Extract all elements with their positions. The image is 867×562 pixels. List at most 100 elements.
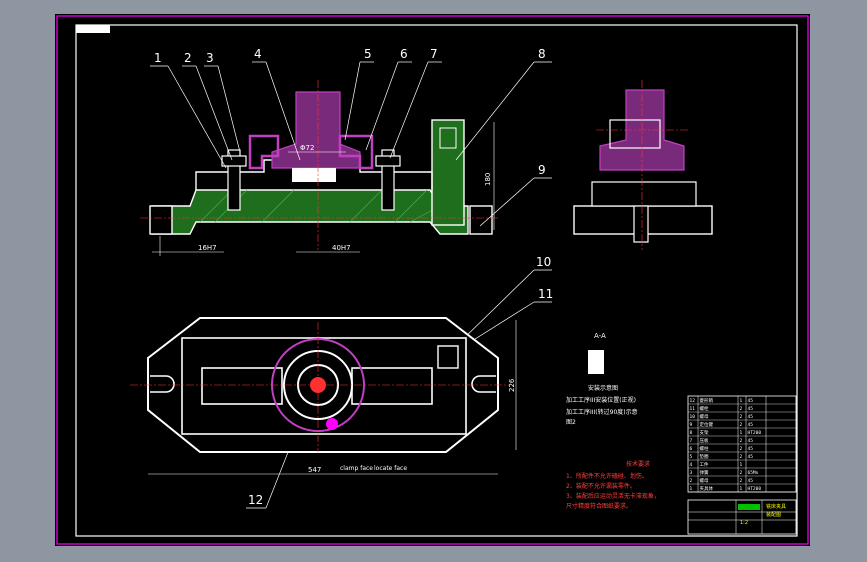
req-item-2: 2、装配不允许漏装零件。 [566,482,636,490]
bom-cell-qty: 2 [740,446,743,452]
detail-part [588,350,604,374]
bom-cell-name: 螺栓 [700,405,709,412]
bom-cell-qty: 2 [740,406,743,412]
side-body [591,181,697,207]
bom-cell-no: 3 [690,470,693,476]
assembly-schematic: A-A 安装示意图 加工工序III安装位置(正视) 加工工序III(转过90度)… [566,332,638,426]
nut-left [221,155,247,167]
balloon-9: 9 [538,163,546,177]
balloon-3: 3 [206,51,214,65]
u-notch-right [471,375,496,393]
req-item-4: 尺寸精度符合图纸要求。 [566,502,632,510]
side-clamp [609,119,661,149]
bom-cell-qty: 2 [740,438,743,444]
top-view: 547 226 clamp face locate face [130,317,517,475]
lug-right [469,205,493,235]
bom-cell-name: 菱形销 [700,397,714,404]
dim-height: 180 [484,173,492,186]
balloon-leaders [150,61,552,509]
bom-cell-name: 压板 [700,437,709,444]
title-name-cell [738,504,760,510]
balloon-10: 10 [536,255,551,269]
title-block-frame [687,499,797,535]
bom-cell-qty: 1 [740,430,743,436]
bom-cell-no: 5 [690,454,693,460]
dim-mid-fit: 40H7 [332,244,351,252]
operation-note-1: 加工工序III安装位置(正视) [566,396,636,404]
balloon-12: 12 [248,493,263,507]
drawing-sheet [55,14,810,546]
bracket-slot [439,127,457,149]
bom-cell-qty: 1 [740,398,743,404]
slot-left [201,367,283,405]
bom-cell-name: 螺柱 [700,445,709,452]
bom-cell-mat: 45 [748,398,754,404]
bom-cell-name: 定位键 [700,421,714,428]
bom-cell-no: 11 [690,406,696,412]
bom-cell-no: 1 [690,486,693,492]
dim-bore: Φ72 [300,144,314,152]
bom-cell-mat: 45 [748,438,754,444]
support-bracket [431,119,465,226]
lug-left [149,205,173,235]
bom-cell-qty: 2 [740,470,743,476]
side-key [633,205,649,243]
bom-cell-no: 2 [690,478,693,484]
title-name: 铣床夹具 [766,503,786,510]
title-scale: 1:2 [740,520,748,526]
bracket-top [437,345,459,369]
bom-cell-qty: 2 [740,478,743,484]
bom-cell-name: 垫圈 [700,453,709,460]
bom-cell-mat: 45 [748,414,754,420]
operation-note-2b: 图2 [566,419,576,426]
leader-note-a: clamp face [340,465,373,472]
bom-cell-qty: 2 [740,422,743,428]
bom-cell-no: 4 [690,462,693,468]
dim-total-length: 547 [308,466,321,474]
bom-cell-qty: 1 [740,462,743,468]
req-item-3: 3、装配后应运动灵活无卡滞现象， [566,492,660,500]
bom-cell-mat: 45 [748,478,754,484]
balloon-11: 11 [538,287,553,301]
bom-cell-name: 螺母 [700,413,709,420]
bom-cell-qty: 2 [740,454,743,460]
balloon-2: 2 [184,51,192,65]
front-view: Φ72 16H7 40H7 180 [140,80,500,256]
dim-width: 226 [508,378,516,392]
bom-cell-mat: HT200 [748,430,762,436]
bom-cell-no: 12 [690,398,696,404]
balloon-4: 4 [254,47,262,61]
sheet-outer-border [56,15,809,545]
req-item-1: 1、所配件不允许磕碰、划伤。 [566,472,648,480]
sheet-inner-border [75,24,798,537]
locating-pin [292,168,336,182]
bom-cell-mat: 65Mn [748,470,759,476]
bom-cell-mat: 45 [748,446,754,452]
bom-cell-name: 工件 [700,461,709,468]
nut-right [375,155,401,167]
bom-cell-mat: HT200 [748,486,762,492]
bom-cell-no: 6 [690,446,693,452]
assembly-title: 安装示意图 [588,384,618,392]
bom-cell-qty: 1 [740,486,743,492]
bom-cell-name: 支架 [700,429,709,436]
bom-cell-no: 7 [690,438,693,444]
req-title: 技术要求 [626,460,650,468]
bom-cell-name: 螺母 [700,477,709,484]
balloon-1: 1 [154,51,162,65]
title-drawing-no: 装配图 [766,511,781,518]
top-inner [181,337,467,435]
bom-cell-name: 夹具体 [700,485,714,492]
clamp-right [338,134,374,170]
bom-cell-qty: 2 [740,414,743,420]
side-view [573,80,713,250]
balloon-5: 5 [364,47,372,61]
balloon-8: 8 [538,47,546,61]
diamond-pin-marker [326,418,338,430]
balloon-7: 7 [430,47,438,61]
corner-mark [76,25,110,33]
title-block: 铣床夹具 装配图 1:2 [687,499,797,535]
bom-cell-no: 9 [690,422,693,428]
